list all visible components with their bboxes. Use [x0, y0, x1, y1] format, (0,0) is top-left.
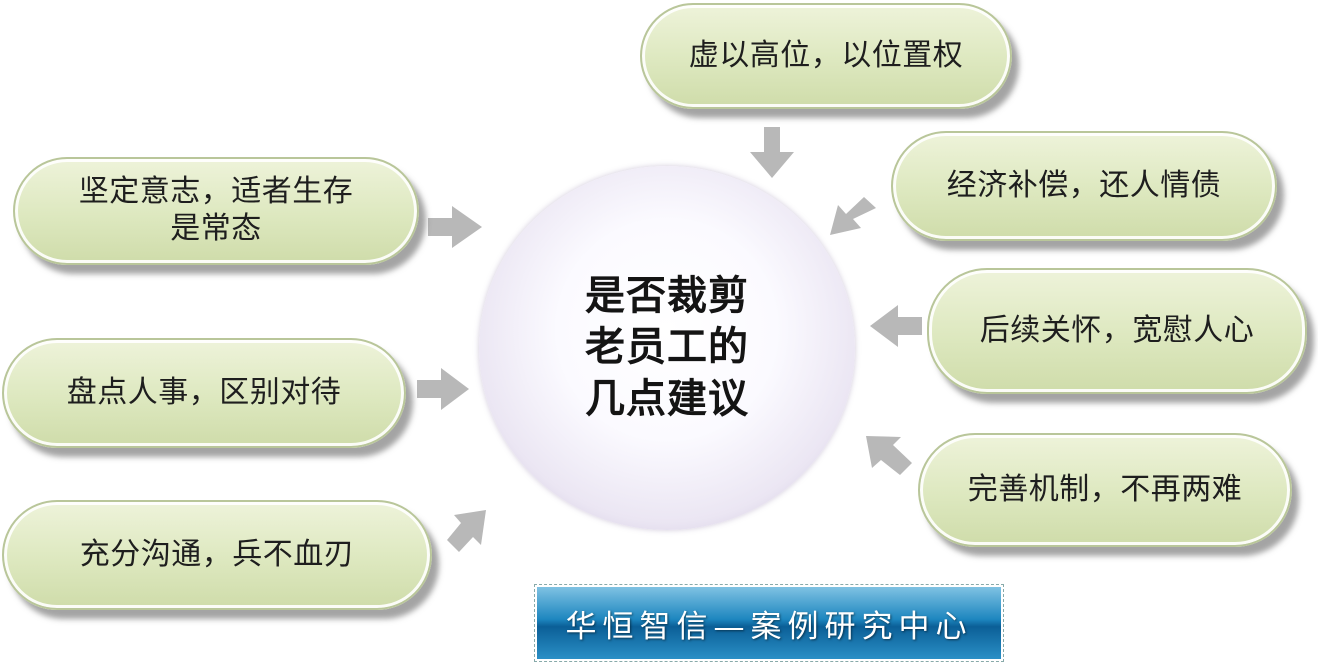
suggestion-pill-lower-right: 完善机制，不再两难: [918, 433, 1292, 547]
source-banner: 华恒智信—案例研究中心: [534, 584, 1004, 662]
suggestion-pill-upper-right: 经济补偿，还人情债: [891, 131, 1277, 241]
arrow-mid-right: [870, 305, 922, 347]
suggestion-pill-top: 虚以高位，以位置权: [640, 3, 1012, 109]
arrow-top: [750, 127, 794, 178]
suggestion-text: 坚定意志，适者生存 是常态: [78, 174, 354, 246]
banner-text: 华恒智信—案例研究中心: [565, 608, 973, 645]
arrow-lower-left: [447, 510, 486, 552]
suggestion-text: 充分沟通，兵不血刃: [79, 536, 355, 572]
suggestion-text: 虚以高位，以位置权: [688, 37, 964, 73]
arrow-upper-left: [428, 206, 482, 248]
suggestion-pill-mid-left: 盘点人事，区别对待: [2, 338, 406, 448]
center-circle: 是否裁剪 老员工的 几点建议: [479, 166, 855, 530]
suggestion-text: 后续关怀，宽慰人心: [979, 312, 1255, 348]
arrow-upper-right: [830, 197, 876, 235]
arrow-lower-right: [866, 436, 912, 475]
suggestion-pill-upper-left: 坚定意志，适者生存 是常态: [13, 157, 419, 265]
suggestion-text: 经济补偿，还人情债: [946, 167, 1222, 203]
suggestion-pill-lower-left: 充分沟通，兵不血刃: [2, 500, 432, 610]
suggestion-pill-mid-right: 后续关怀，宽慰人心: [927, 268, 1307, 394]
suggestion-text: 完善机制，不再两难: [967, 471, 1243, 507]
center-title: 是否裁剪 老员工的 几点建议: [585, 273, 749, 422]
suggestion-text: 盘点人事，区别对待: [66, 374, 342, 410]
arrow-mid-left: [417, 368, 469, 410]
